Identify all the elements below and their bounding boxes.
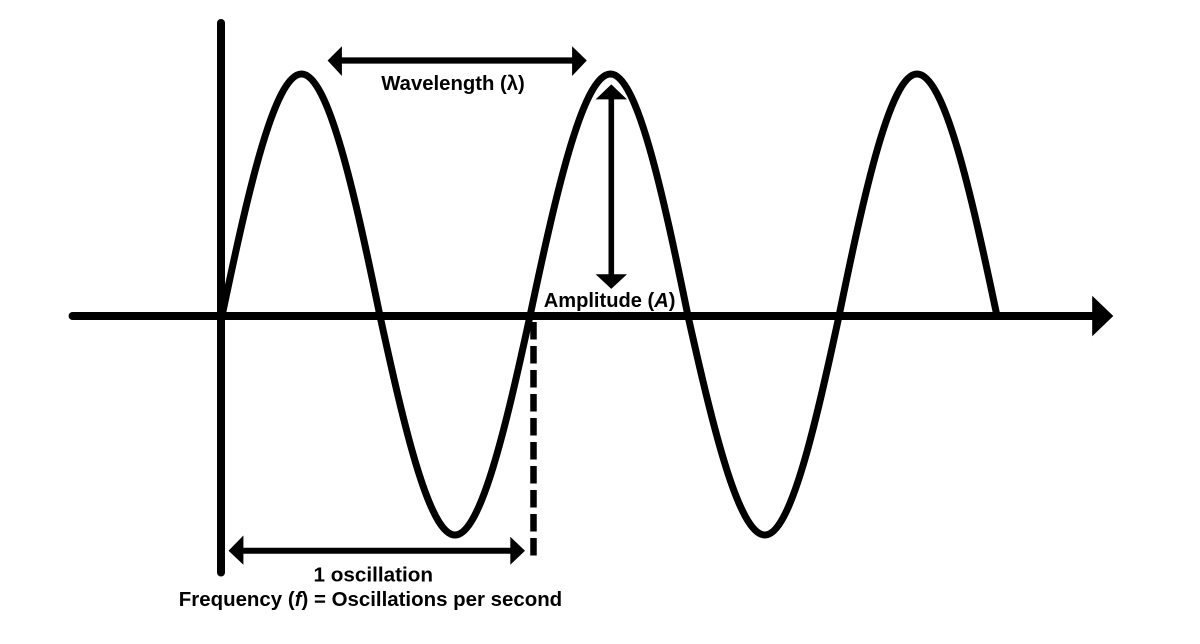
svg-text:Amplitude (: Amplitude ( [544,290,655,312]
svg-text:Frequency (: Frequency ( [179,588,295,611]
svg-text:): ) [669,290,676,312]
svg-text:1 oscillation: 1 oscillation [314,564,434,587]
svg-text:) = Oscillations per second: ) = Oscillations per second [302,588,563,611]
svg-text:A: A [653,290,669,312]
svg-text:f: f [295,588,304,611]
svg-text:Wavelength (λ): Wavelength (λ) [381,73,524,95]
